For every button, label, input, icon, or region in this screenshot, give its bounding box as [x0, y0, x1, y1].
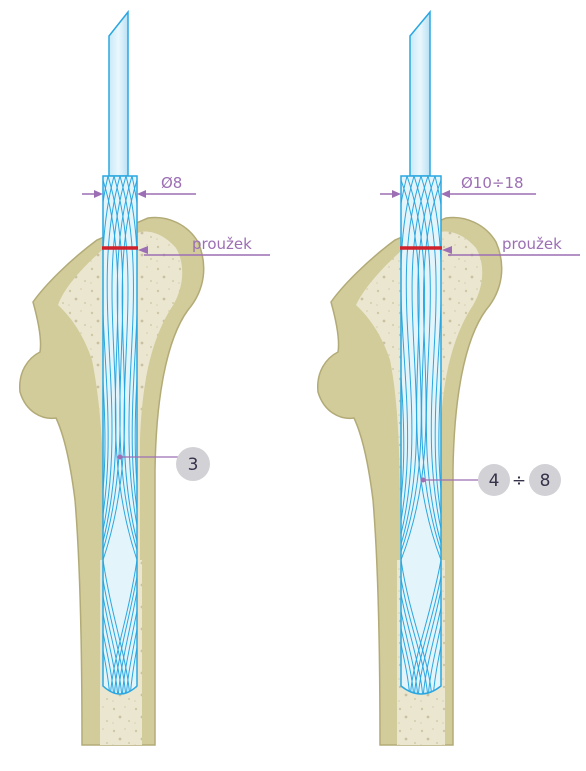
left-figure: Ø8 proužek 3: [20, 12, 270, 745]
right-diameter-label: Ø10÷18: [461, 174, 524, 192]
left-diameter-label: Ø8: [161, 174, 182, 192]
right-size-to-number: 8: [540, 471, 551, 491]
left-stripe-label: proužek: [192, 235, 252, 253]
right-reamer-shaft: [410, 12, 430, 176]
right-figure: Ø10÷18 proužek 4 ÷ 8: [318, 12, 580, 745]
left-reamer-shaft: [109, 12, 128, 176]
left-size-number: 3: [188, 455, 199, 475]
right-size-separator: ÷: [512, 471, 526, 491]
right-stripe-label: proužek: [502, 235, 562, 253]
right-size-from-number: 4: [489, 471, 500, 491]
